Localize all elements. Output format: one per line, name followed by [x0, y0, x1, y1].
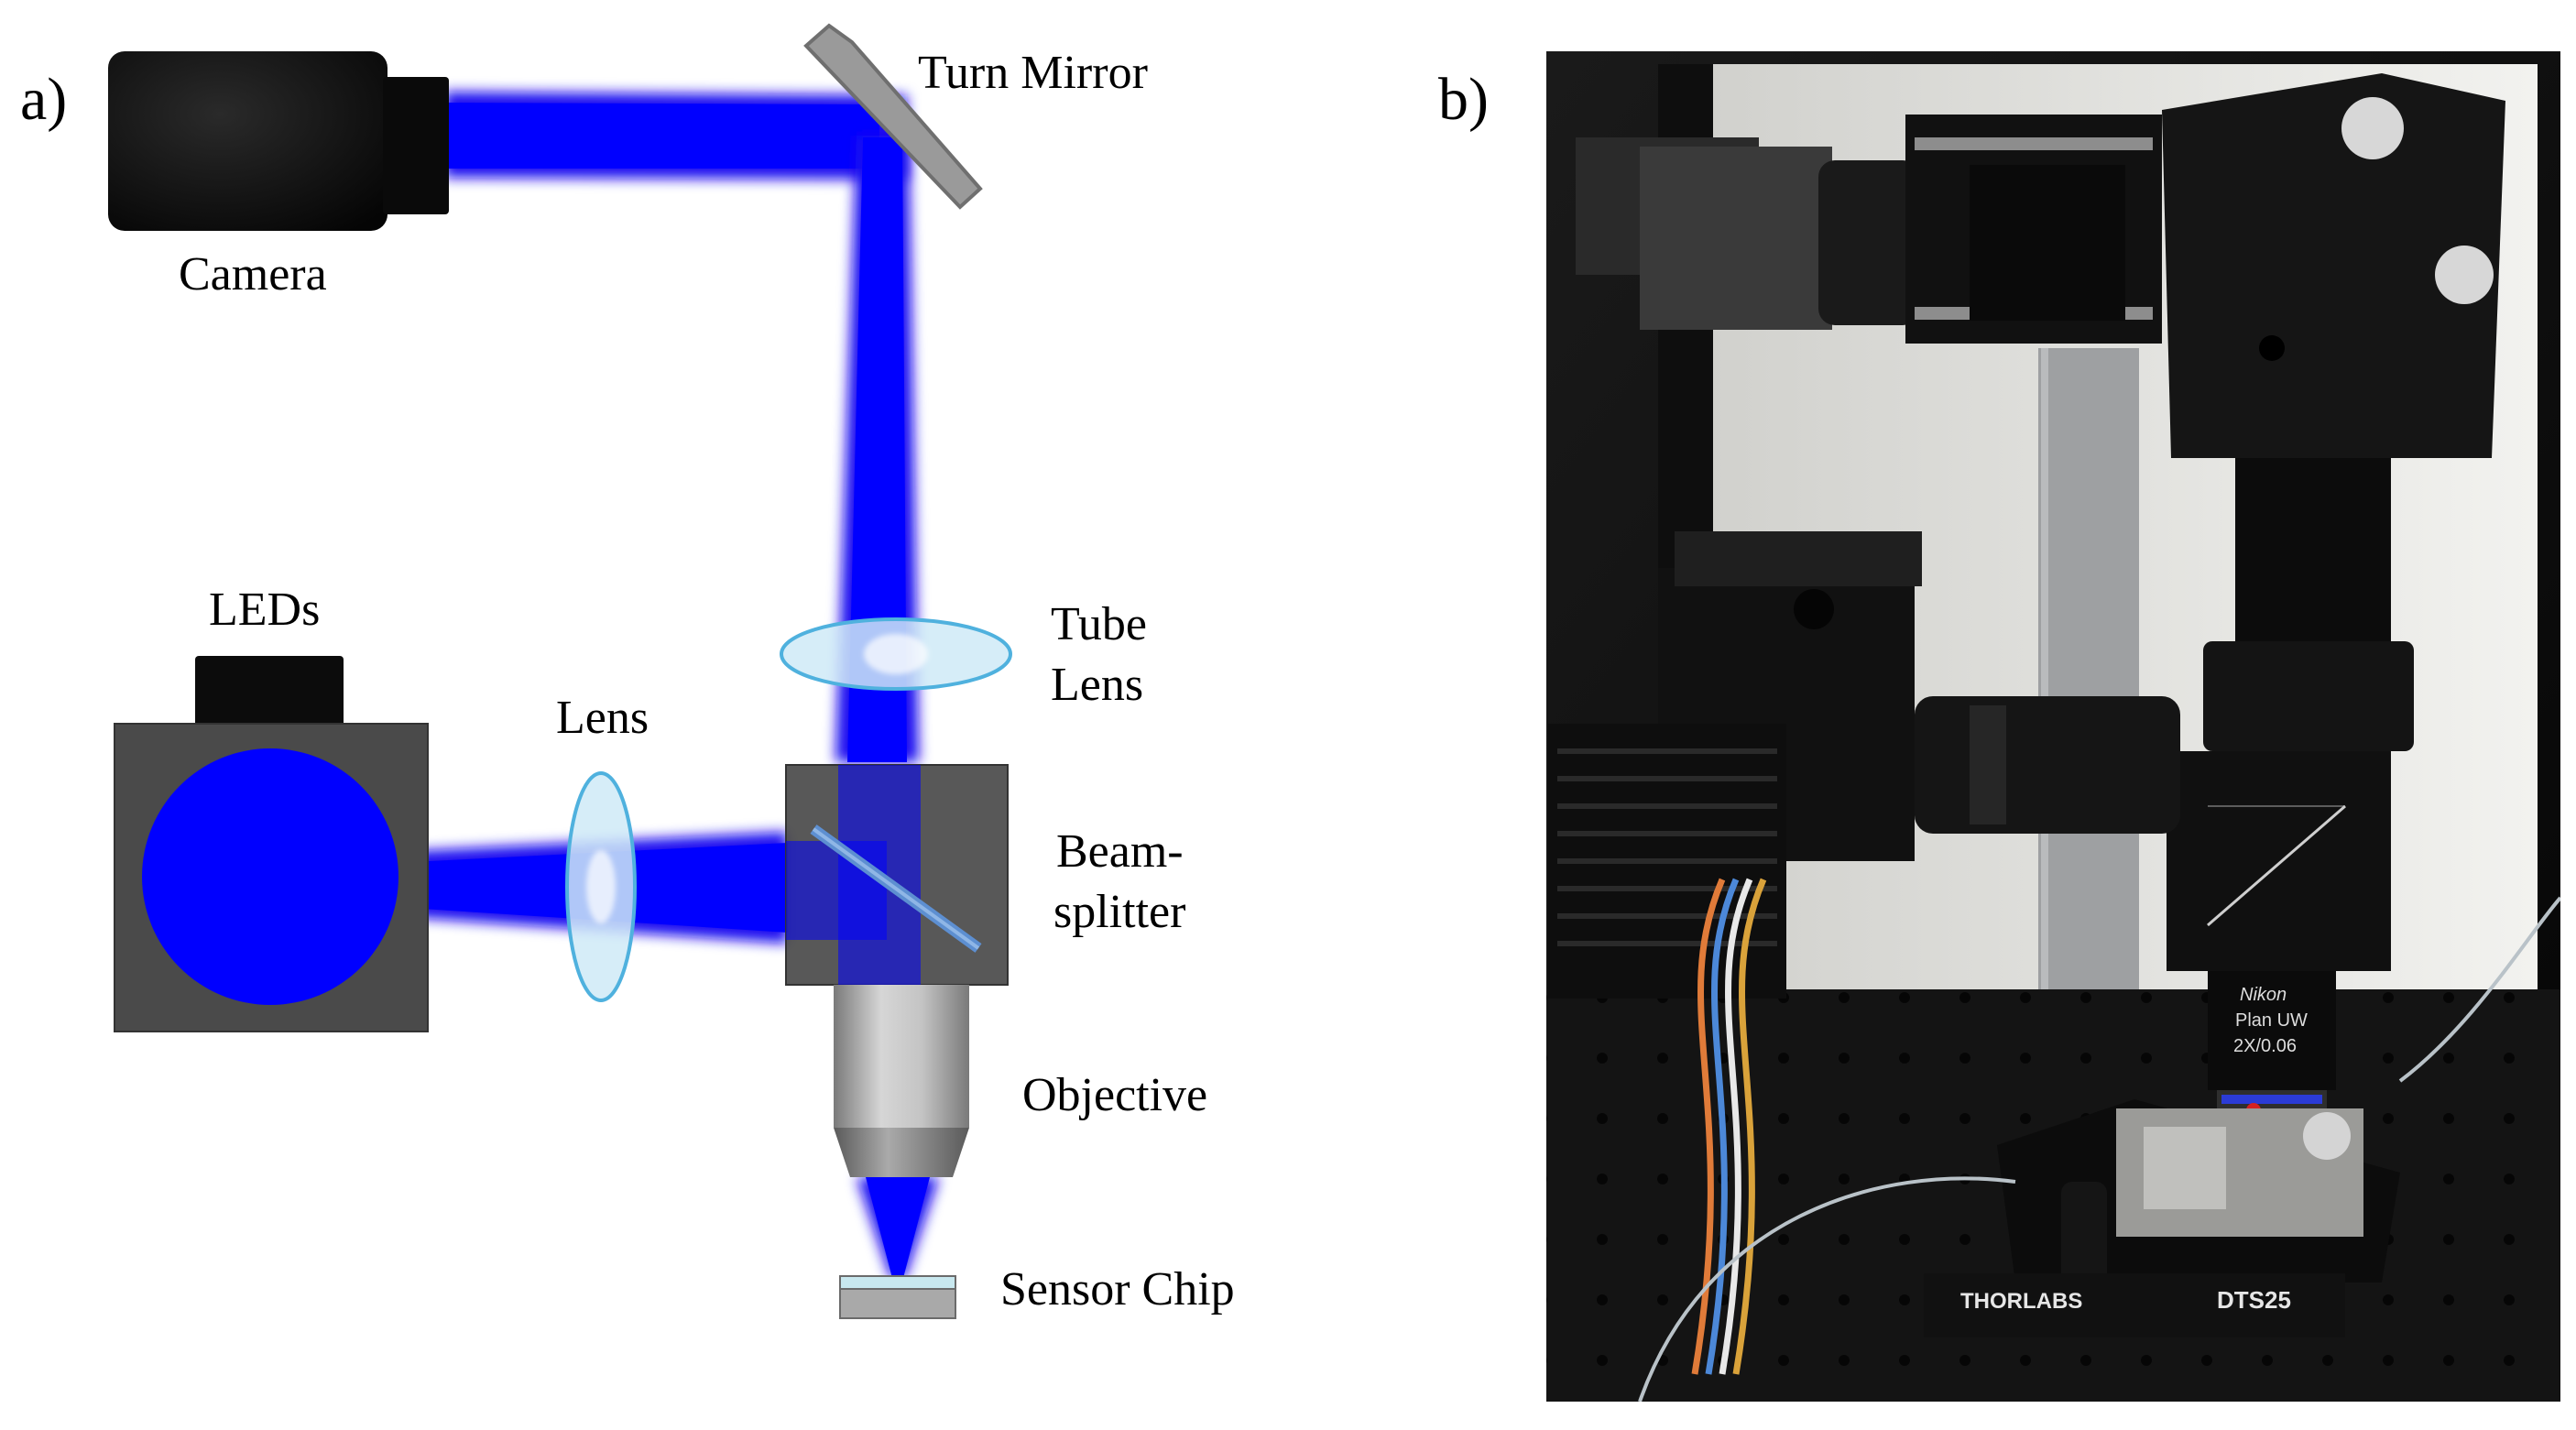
objective-brand-text: Nikon: [2240, 985, 2287, 1005]
tube-lens-label-line1: Tube: [1051, 598, 1147, 650]
panel-a-label: a): [20, 66, 67, 133]
tube-lens-label-line2: Lens: [1051, 659, 1143, 711]
thorlabs-brand-text: THORLABS: [1960, 1289, 2082, 1314]
photo-fiber-cable: [1638, 1176, 2016, 1402]
beam-vertical-core: [847, 137, 907, 762]
photo-camera-assembly: [1576, 115, 2162, 344]
beamsplitter-label-line1: Beam-: [1056, 825, 1184, 878]
lens-label: Lens: [556, 692, 649, 744]
panel-b-photo: b): [1438, 51, 2560, 1402]
beam-focus-core: [866, 1177, 930, 1278]
beam-camera-core: [444, 103, 879, 169]
photo-illustration: Nikon Plan UW 2X/0.06 DTS25 THORLABS: [1546, 51, 2560, 1402]
photo-vertical-tube: [2235, 458, 2391, 641]
objective-type-text: Plan UW: [2235, 1010, 2308, 1031]
objective-magnification-text: 2X/0.06: [2233, 1036, 2297, 1056]
photo-lens-tube: [1915, 696, 2180, 834]
panel-b-label: b): [1438, 66, 1489, 133]
tube-lens-highlight: [864, 634, 928, 674]
photo-wires: [1691, 878, 1767, 1375]
objective-icon: [834, 985, 969, 1177]
beamsplitter-icon: [785, 764, 1009, 986]
lens-highlight: [586, 850, 616, 923]
led-housing-icon: [114, 656, 429, 1032]
sensor-chip-label: Sensor Chip: [1000, 1263, 1235, 1315]
beamsplitter-label-line2: splitter: [1053, 886, 1185, 938]
camera-icon: [108, 51, 449, 231]
sensor-chip-icon: [839, 1275, 956, 1319]
photo-mirror-mount: [2162, 73, 2505, 458]
panel-a-schematic: a) Turn Mirror Camera LEDs Lens Tube Len…: [20, 23, 1235, 1319]
stage-model-text: DTS25: [2217, 1286, 2291, 1314]
turn-mirror-label: Turn Mirror: [918, 47, 1148, 99]
photo-translation-stage: DTS25 THORLABS: [1924, 1099, 2400, 1337]
photo-beamsplitter-cube: [2167, 751, 2391, 971]
leds-label: LEDs: [209, 584, 320, 636]
camera-label: Camera: [179, 248, 327, 300]
objective-label: Objective: [1022, 1069, 1207, 1121]
turn-mirror-icon: [803, 23, 983, 210]
photo-objective: Nikon Plan UW 2X/0.06: [2208, 971, 2336, 1127]
